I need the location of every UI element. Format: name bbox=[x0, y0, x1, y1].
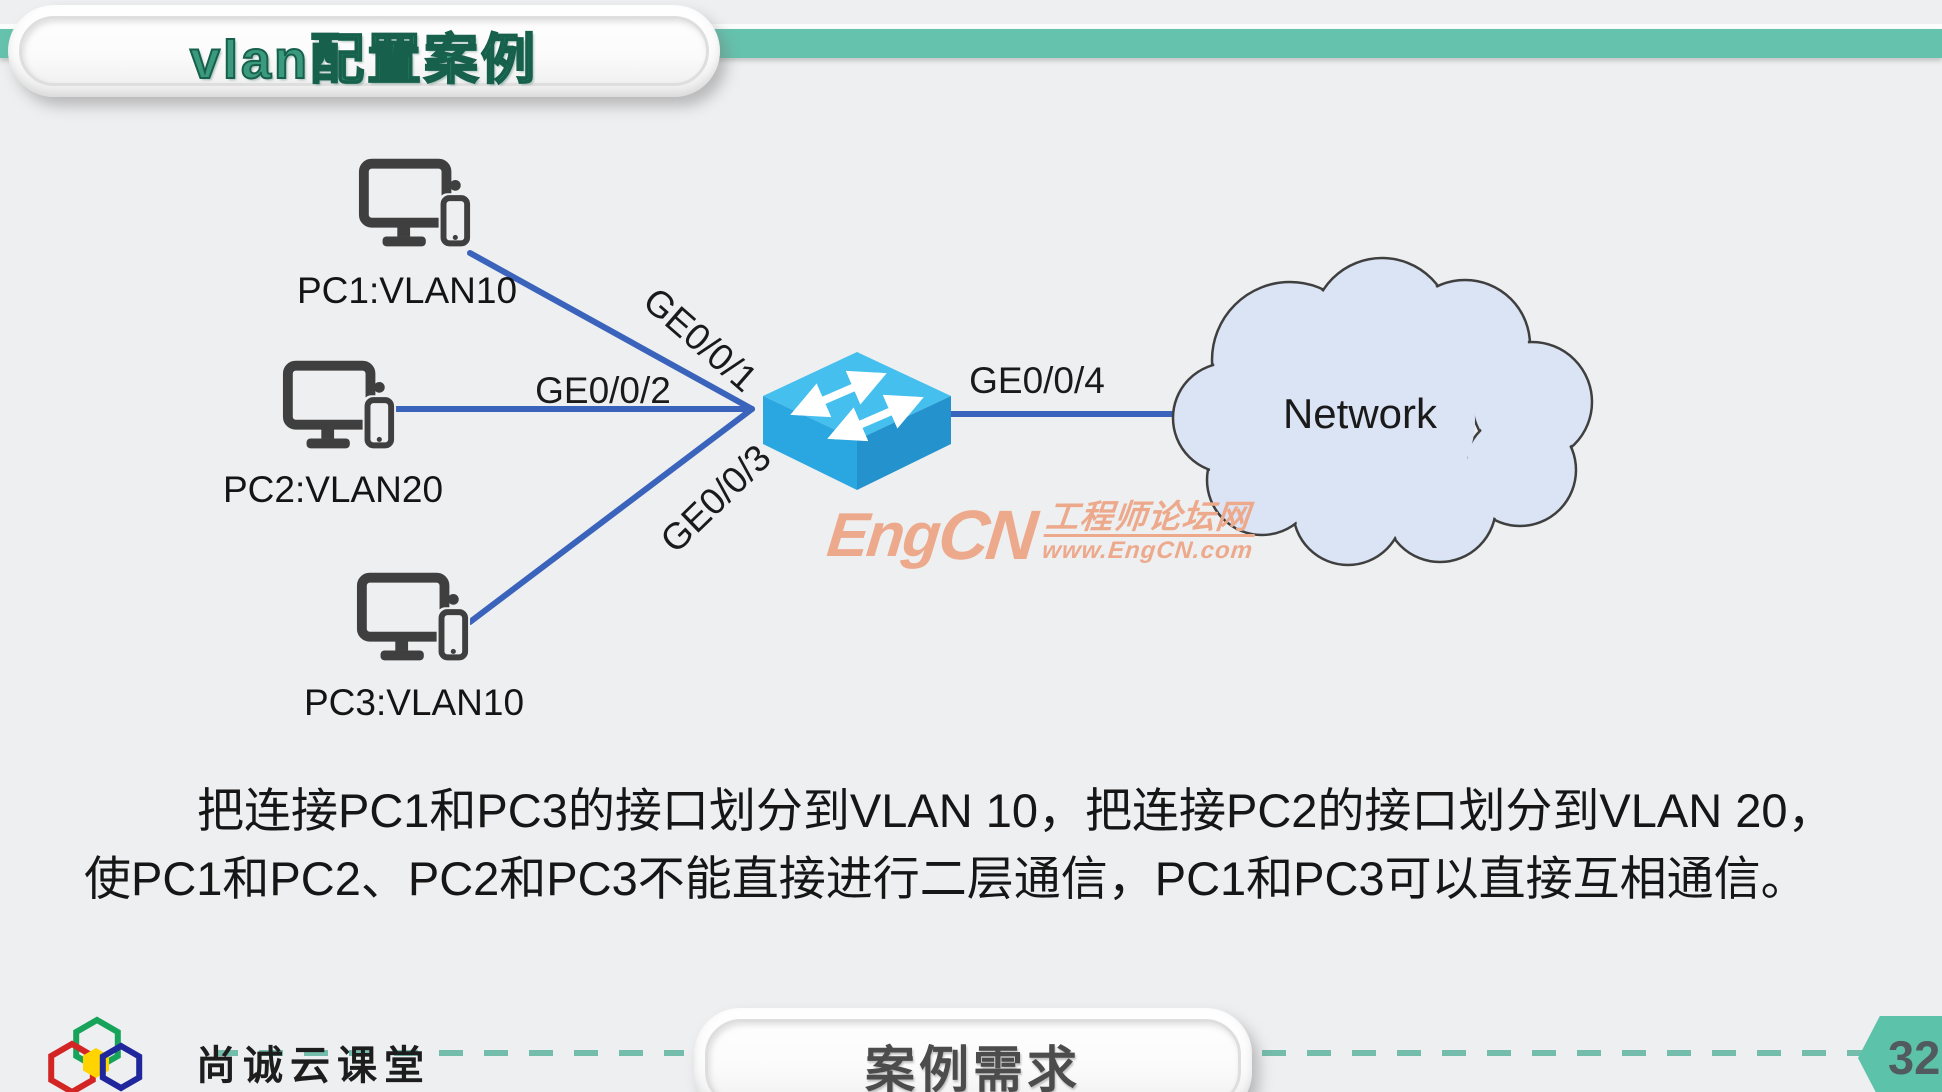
port-label-ge0-0-2: GE0/0/2 bbox=[535, 370, 671, 411]
port-label-ge0-0-4: GE0/0/4 bbox=[969, 360, 1105, 401]
page-title: vlan配置案例 bbox=[189, 29, 539, 91]
switch-icon bbox=[763, 352, 951, 490]
link-pc1-switch bbox=[467, 250, 755, 412]
page-number: 32 bbox=[1888, 1031, 1941, 1084]
pc2-label: PC2:VLAN20 bbox=[222, 469, 444, 510]
watermark: Eng CN 工程师论坛网 www.EngCN.com bbox=[824, 496, 1259, 574]
pc3-label: PC3:VLAN10 bbox=[303, 682, 525, 723]
link-lines bbox=[389, 250, 1195, 625]
footer-banner-ring bbox=[705, 1019, 1241, 1092]
footer-dashed-line-left bbox=[214, 1050, 684, 1056]
pc1-icon bbox=[358, 158, 473, 249]
brand-logo-icon bbox=[48, 1016, 143, 1092]
watermark-url-text: www.EngCN.com bbox=[1040, 537, 1255, 564]
title-banner-ring bbox=[19, 16, 709, 86]
switch-arrows-icon bbox=[790, 370, 924, 442]
page-number-badge: 32 bbox=[1858, 1016, 1942, 1092]
watermark-logo-suffix: CN bbox=[934, 496, 1039, 574]
pc2-icon bbox=[282, 360, 397, 451]
watermark-forum-text: 工程师论坛网 bbox=[1043, 498, 1259, 537]
watermark-logo-prefix: Eng bbox=[824, 501, 943, 570]
footer-dashed-line-right bbox=[1262, 1050, 1868, 1056]
requirement-text-line2: 使PC1和PC2、PC2和PC3不能直接进行二层通信，PC1和PC3可以直接互相… bbox=[84, 852, 1808, 905]
pc1-label: PC1:VLAN10 bbox=[296, 270, 518, 311]
title-banner: vlan配置案例 bbox=[8, 5, 720, 97]
pc3-icon bbox=[356, 572, 471, 663]
cloud-icon: Network bbox=[1171, 256, 1594, 567]
link-pc3-switch bbox=[467, 406, 755, 625]
requirement-text-line1: 把连接PC1和PC3的接口划分到VLAN 10，把连接PC2的接口划分到VLAN… bbox=[197, 784, 1835, 837]
brand-name: 尚诚云课堂 bbox=[196, 1043, 431, 1088]
accent-highlight-line bbox=[0, 24, 1942, 29]
footer-banner-title: 案例需求 bbox=[865, 1042, 1081, 1092]
cloud-label: Network bbox=[1283, 390, 1438, 437]
footer-banner: 案例需求 bbox=[694, 1008, 1252, 1092]
